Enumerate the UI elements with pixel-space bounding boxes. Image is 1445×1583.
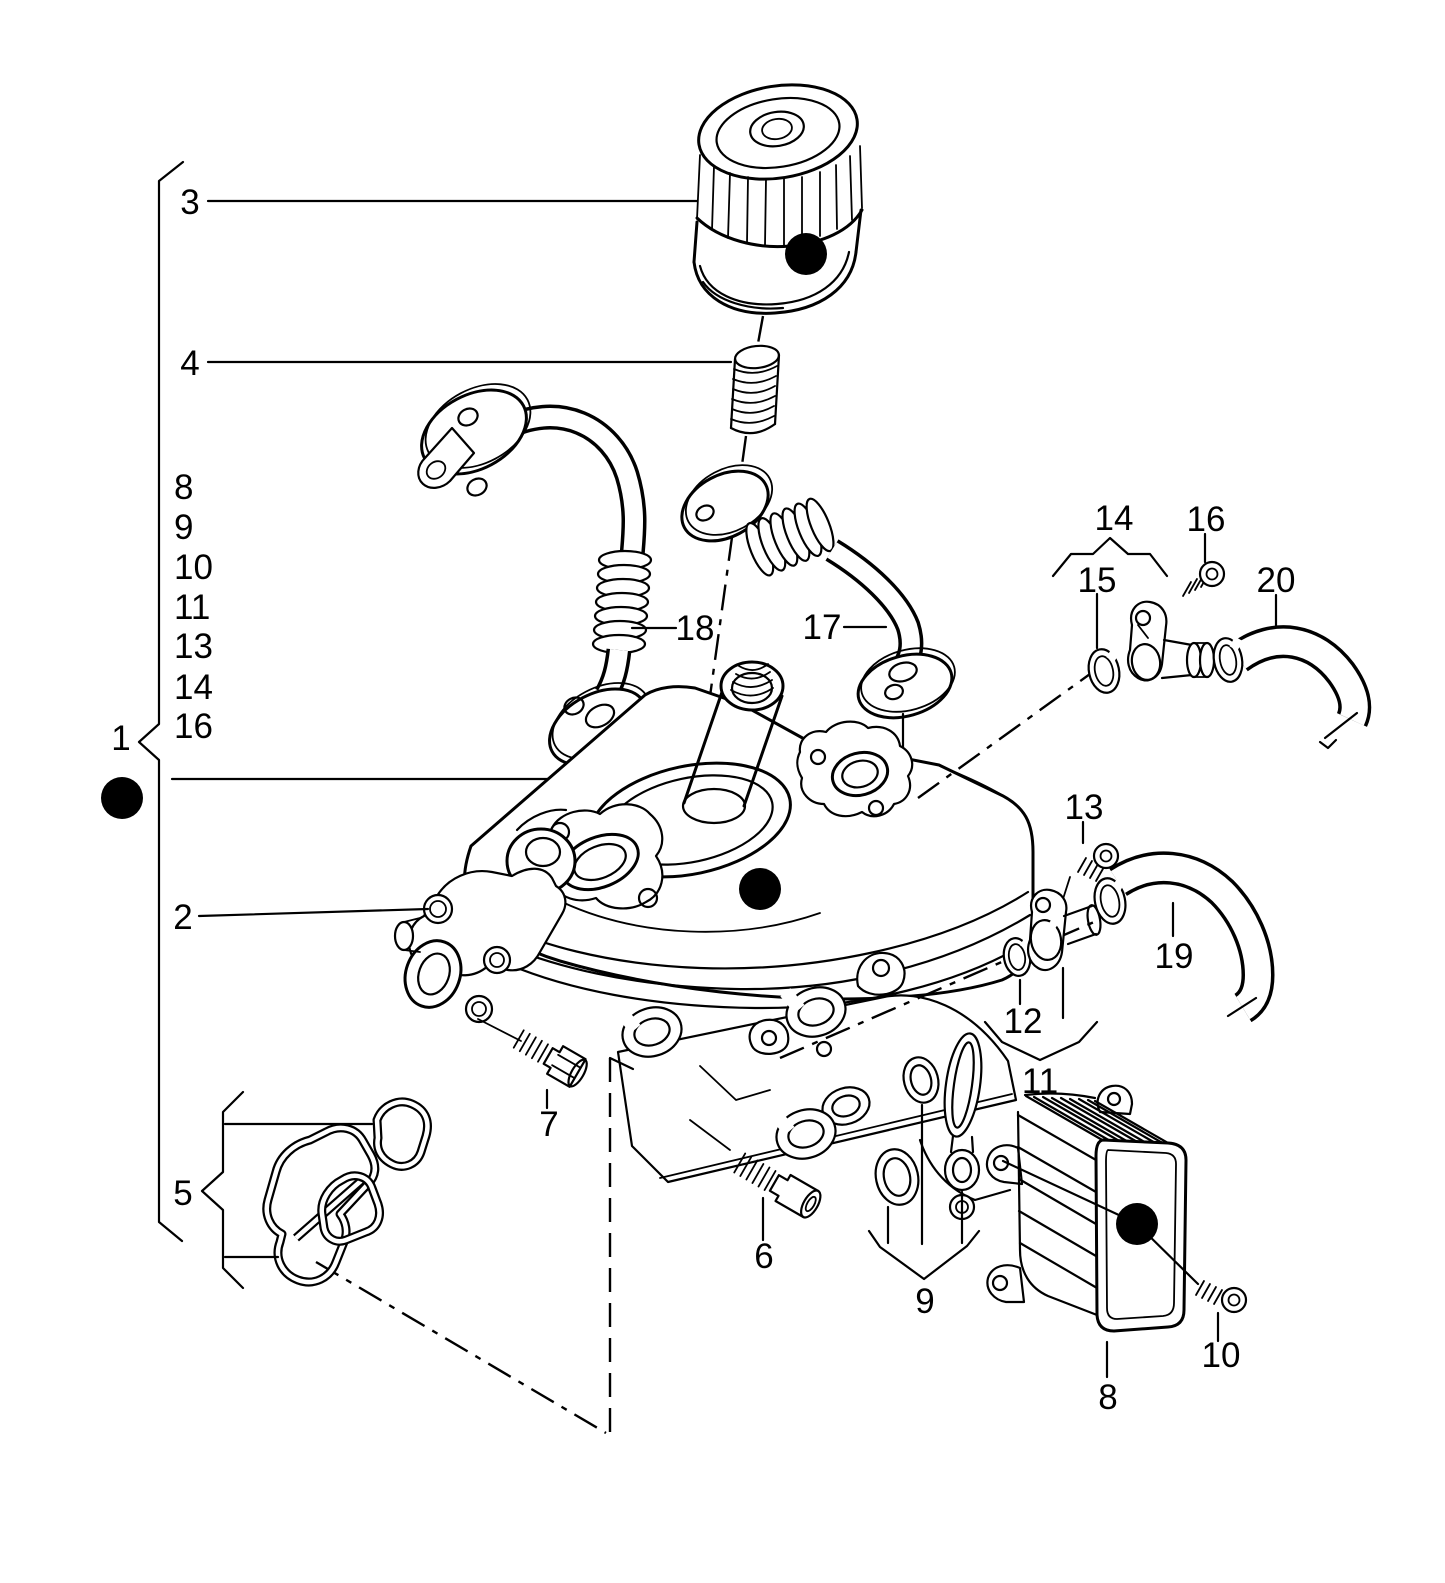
group-ref-item[interactable]: 14 — [174, 668, 213, 707]
callout-15[interactable]: 15 — [1078, 561, 1117, 600]
screw-16-part — [1182, 560, 1226, 597]
manifold-ports — [616, 986, 871, 1160]
alignment-axis-upper-right — [917, 673, 1091, 799]
callout-16[interactable]: 16 — [1187, 500, 1226, 539]
group-ref-item[interactable]: 11 — [174, 588, 210, 627]
bolt-7-part — [477, 1018, 588, 1110]
callout-14[interactable]: 14 — [1095, 499, 1134, 538]
bracket-5 — [200, 1090, 245, 1290]
seal-set-part — [867, 1032, 983, 1281]
selection-dot-icon[interactable] — [785, 233, 827, 275]
bolt-6-part — [733, 1152, 822, 1242]
callout-3[interactable]: 3 — [180, 183, 199, 222]
callout-12[interactable]: 12 — [1004, 1002, 1043, 1041]
alignment-axis-filter — [755, 315, 765, 350]
group-reference-list: 8 9 10 11 13 14 16 — [174, 468, 213, 746]
pipe-18-stub — [417, 426, 476, 489]
oil-pressure-valve-part — [197, 808, 577, 1024]
bracket-9 — [867, 1229, 981, 1281]
knurl-facets — [696, 145, 863, 246]
hose-19-part — [1093, 851, 1275, 1023]
oil-cooler-part — [985, 1084, 1248, 1379]
hose-20-part — [1212, 625, 1372, 750]
pipe-18-bellows — [591, 549, 653, 655]
group-bracket-1 — [101, 160, 552, 1243]
callout-6[interactable]: 6 — [754, 1237, 773, 1276]
bracket-14 — [1051, 536, 1169, 578]
leader-line-10-axis — [1001, 1159, 1200, 1286]
selection-dot-icon[interactable] — [101, 777, 143, 819]
callout-7[interactable]: 7 — [539, 1105, 558, 1144]
oil-cooler-gasket-part — [200, 1090, 432, 1290]
oil-filter-part — [692, 83, 864, 350]
callout-9[interactable]: 9 — [915, 1282, 934, 1321]
callout-20[interactable]: 20 — [1257, 561, 1296, 600]
bracket-11 — [983, 1020, 1099, 1062]
alignment-axis-gasket — [315, 1260, 607, 1435]
callout-1[interactable]: 1 — [111, 719, 130, 758]
group-ref-item[interactable]: 16 — [174, 707, 213, 746]
group-ref-item[interactable]: 13 — [174, 627, 213, 666]
leader-line-2 — [197, 907, 430, 918]
connector-group-14 — [1051, 532, 1372, 750]
callout-19[interactable]: 19 — [1155, 937, 1194, 976]
screw-10-part — [1195, 1280, 1248, 1314]
group-ref-item[interactable]: 9 — [174, 508, 193, 547]
callout-11[interactable]: 11 — [1022, 1062, 1058, 1101]
group-ref-item[interactable]: 10 — [174, 548, 213, 587]
filter-stub-part — [705, 344, 781, 719]
group-ref-item[interactable]: 8 — [174, 468, 193, 507]
filter-thread-boss — [681, 660, 785, 825]
callout-8[interactable]: 8 — [1098, 1378, 1117, 1417]
selection-dot-icon[interactable] — [739, 868, 781, 910]
cooler-ribs — [1016, 1094, 1177, 1290]
figure8-gasket — [943, 1032, 983, 1192]
callout-18[interactable]: 18 — [676, 609, 715, 648]
callout-2[interactable]: 2 — [173, 898, 192, 937]
connector-group-11 — [983, 820, 1275, 1062]
callout-4[interactable]: 4 — [180, 344, 199, 383]
oil-pipe-17-part — [680, 464, 956, 786]
housing-manifold-block — [616, 951, 1018, 1221]
callout-17[interactable]: 17 — [803, 608, 842, 647]
housing-right-port — [796, 720, 914, 818]
screw-13-part — [1062, 820, 1120, 900]
flange-14-part — [1127, 600, 1216, 682]
callout-5[interactable]: 5 — [173, 1174, 192, 1213]
callout-10[interactable]: 10 — [1202, 1336, 1241, 1375]
pipe-17-bellows — [745, 497, 835, 577]
flange-11-part — [1027, 888, 1102, 972]
callout-13[interactable]: 13 — [1065, 788, 1104, 827]
alignment-axis-filter — [705, 435, 748, 719]
